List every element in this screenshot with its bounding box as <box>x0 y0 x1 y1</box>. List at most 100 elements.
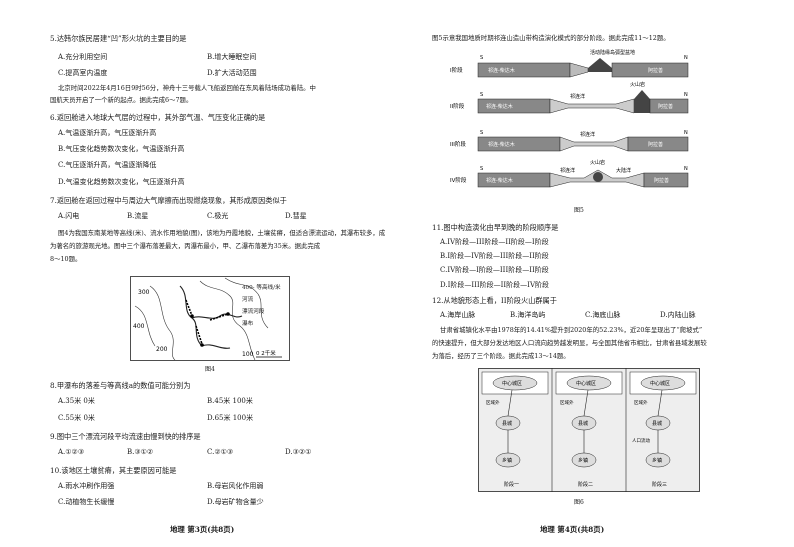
contour-label-100: 100 <box>242 351 254 358</box>
panel-1-village: 乡镇 <box>502 457 512 464</box>
contour-label-300: 300 <box>138 289 150 296</box>
q5-option-b[interactable]: B.增大睡眠空间 <box>207 53 257 61</box>
stage-1-plate-right: 阿拉善 <box>648 67 663 74</box>
panel-1-side: 区域外 <box>486 399 500 406</box>
intro-8-10-line3: 8～10题。 <box>50 255 82 263</box>
q10-option-c[interactable]: C.动植物生长缓慢 <box>58 498 115 506</box>
stage-4-volcanic: 火山岩 <box>590 159 605 166</box>
intro-11-12: 图5示意我国地质时期祁连山造山带构造演化模式的部分阶段。据此完成11～12题。 <box>432 34 670 42</box>
left-page-footer: 地理 第3页(共8页) <box>170 525 235 534</box>
q10-stem: 10.该地区土壤贫瘠，其主要原因可能是 <box>50 466 177 475</box>
q10-option-d[interactable]: D.母岩矿物含量少 <box>207 498 264 506</box>
q9-option-c[interactable]: C.②①③ <box>207 448 234 456</box>
stage-3-n: N <box>684 130 688 136</box>
figure-5-tectonic-stages: I阶段 祁连-柴达木 阿拉善 活动陆缘岛弧型盆地 S N II阶段 祁连-柴达木… <box>448 46 708 196</box>
q12-option-a[interactable]: A.海岸山脉 <box>440 311 476 319</box>
q11-option-b[interactable]: B.I阶段—IV阶段—III阶段—II阶段 <box>440 252 549 260</box>
panel-3-side: 区域外 <box>634 399 648 406</box>
panel-2-stage: 阶段二 <box>578 481 593 488</box>
intro-8-10-line1: 图4为我国东南某地等高线(米)、流水作用地貌(图)，该地为丹霞地貌，土壤贫瘠，但… <box>58 229 386 237</box>
intro-6-7-line2: 国航天员开启了一个新的起点。据此完成6～7题。 <box>50 96 193 104</box>
panel-2-county: 县城 <box>578 420 588 427</box>
panel-1-center: 中心城区 <box>502 380 522 387</box>
q11-option-c[interactable]: C.IV阶段—I阶段—III阶段—II阶段 <box>440 266 549 274</box>
q9-option-d[interactable]: D.③②① <box>285 448 312 456</box>
map-scale: 0 2千米 <box>256 349 276 357</box>
q11-stem: 11.图中构造演化由早到晚的阶段顺序是 <box>432 223 559 232</box>
q6-stem: 6.返回舱进入地球大气层的过程中，其外部气温、气压变化正确的是 <box>50 113 266 122</box>
stage-1-top-label: 活动陆缘岛弧型盆地 <box>590 49 635 56</box>
stage-3-label: III阶段 <box>450 140 466 148</box>
intro-13-14-line3: 为落后，经历了三个阶段。据此完成13～14题。 <box>432 352 570 360</box>
stage-3-ocean: 祁连洋 <box>580 131 595 138</box>
stage-3-s: S <box>480 130 483 136</box>
q9-option-b[interactable]: B.③①② <box>127 448 154 456</box>
stage-2-label: II阶段 <box>450 102 465 110</box>
contour-label-400: 400 <box>133 323 145 330</box>
q12-option-c[interactable]: C.海底山脉 <box>585 311 621 319</box>
q6-option-a[interactable]: A.气温逐渐升高，气压逐渐升高 <box>58 129 157 137</box>
stage-4-label: IV阶段 <box>450 176 467 184</box>
q8-stem: 8.甲瀑布的落差与等高线a的数值可能分别为 <box>50 381 191 390</box>
tectonic-diagram-graphic: I阶段 祁连-柴达木 阿拉善 活动陆缘岛弧型盆地 S N II阶段 祁连-柴达木… <box>450 49 689 188</box>
q6-option-c[interactable]: C.气压逐渐升高，气温逐渐降低 <box>58 161 157 169</box>
legend-contour: 400- 等高线/米 <box>242 285 281 291</box>
stage-4-plate-right: 阿拉善 <box>654 177 669 184</box>
q5-option-a[interactable]: A.充分利用空间 <box>58 53 108 61</box>
stage-4-s: S <box>480 166 483 172</box>
stage-2-plate-left: 祁连-柴达木 <box>486 103 513 110</box>
q7-option-b[interactable]: B.流星 <box>127 212 149 220</box>
stage-2-plate-right: 阿拉善 <box>658 103 673 110</box>
panel-3-center: 中心城区 <box>650 380 670 387</box>
stage-4-ocean-right: 大陆洋 <box>616 167 631 174</box>
q7-stem: 7.返回舱在返回过程中与周边大气摩擦而出现燃烧现象，其形成原因类似于 <box>50 196 287 205</box>
q5-option-c[interactable]: C.提高室内温度 <box>58 69 108 77</box>
q6-option-d[interactable]: D.气温变化趋势数次变化，气压逐渐升高 <box>58 178 185 186</box>
panel-2-village: 乡镇 <box>578 457 588 464</box>
right-page-footer: 地理 第4页(共8页) <box>540 525 605 534</box>
q10-option-a[interactable]: A.雨水冲刷作用强 <box>58 482 115 490</box>
stage-3-plate-right: 阿拉善 <box>648 141 663 148</box>
legend-waterfall: 瀑布 <box>242 321 254 327</box>
q12-option-b[interactable]: B.海洋岛屿 <box>510 311 546 319</box>
q9-stem: 9.图中三个漂流河段平均流速由慢到快的排序是 <box>50 432 201 441</box>
q8-option-b[interactable]: B.45米 100米 <box>207 397 253 405</box>
intro-13-14-line1: 甘肃省城镇化水平由1978年的14.41%提升到2020年的52.23%，近20… <box>440 326 703 334</box>
stage-2-s: S <box>480 92 483 98</box>
q12-option-d[interactable]: D.内陆山脉 <box>660 311 696 319</box>
panel-3-county: 县城 <box>652 420 662 427</box>
q8-option-c[interactable]: C.55米 0米 <box>58 414 95 422</box>
figure-4-caption: 图4 <box>205 366 215 373</box>
panel-3-flow: 人口流动 <box>632 437 650 444</box>
intro-6-7-line1: 北京时间2022年4月16日9时56分，神舟十三号载人飞船返回舱在东风着陆场成功… <box>58 84 316 92</box>
q5-option-d[interactable]: D.扩大活动范围 <box>207 69 257 77</box>
stage-1-label: I阶段 <box>450 66 463 74</box>
legend-rafting: 漂流河段 <box>242 309 265 315</box>
q6-option-b[interactable]: B.气压变化趋势数次变化，气温逐渐升高 <box>58 145 185 153</box>
panel-2-side: 区域外 <box>560 399 574 406</box>
stage-1-s: S <box>480 55 483 61</box>
q9-option-a[interactable]: A.①②③ <box>58 448 85 456</box>
stage-2-n: N <box>684 92 688 98</box>
stage-4-plate-left: 祁连-柴达木 <box>486 177 513 184</box>
q7-option-a[interactable]: A.闪电 <box>58 212 80 220</box>
legend-river: 河流 <box>242 297 254 303</box>
panel-3-village: 乡镇 <box>652 457 662 464</box>
q7-option-d[interactable]: D.彗星 <box>285 212 307 220</box>
q7-option-c[interactable]: C.极光 <box>207 212 229 220</box>
figure-5-caption: 图5 <box>574 207 584 214</box>
stage-4-ocean-left: 祁连洋 <box>560 167 575 174</box>
q10-option-b[interactable]: B.母岩风化作用弱 <box>207 482 264 490</box>
figure-4-map: 400 300 200 100 0 2千米 <box>130 276 290 361</box>
stage-1-n: N <box>684 55 688 61</box>
panel-1-stage: 阶段一 <box>504 481 519 488</box>
stage-3-plate-left: 祁连-柴达木 <box>488 141 515 148</box>
panel-1-county: 县城 <box>502 420 512 427</box>
panel-3-stage: 阶段三 <box>652 481 667 488</box>
q11-option-d[interactable]: D.I阶段—III阶段—II阶段—IV阶段 <box>440 281 549 289</box>
stage-1-plate-left: 祁连-柴达木 <box>488 67 515 74</box>
q8-option-a[interactable]: A.35米 0米 <box>58 397 95 405</box>
q8-option-d[interactable]: D.65米 100米 <box>207 414 254 422</box>
q5-stem: 5.达韩尔族民居建“凹”形火坑的主要目的是 <box>50 34 187 43</box>
q11-option-a[interactable]: A.IV阶段—III阶段—II阶段—I阶段 <box>440 238 549 246</box>
